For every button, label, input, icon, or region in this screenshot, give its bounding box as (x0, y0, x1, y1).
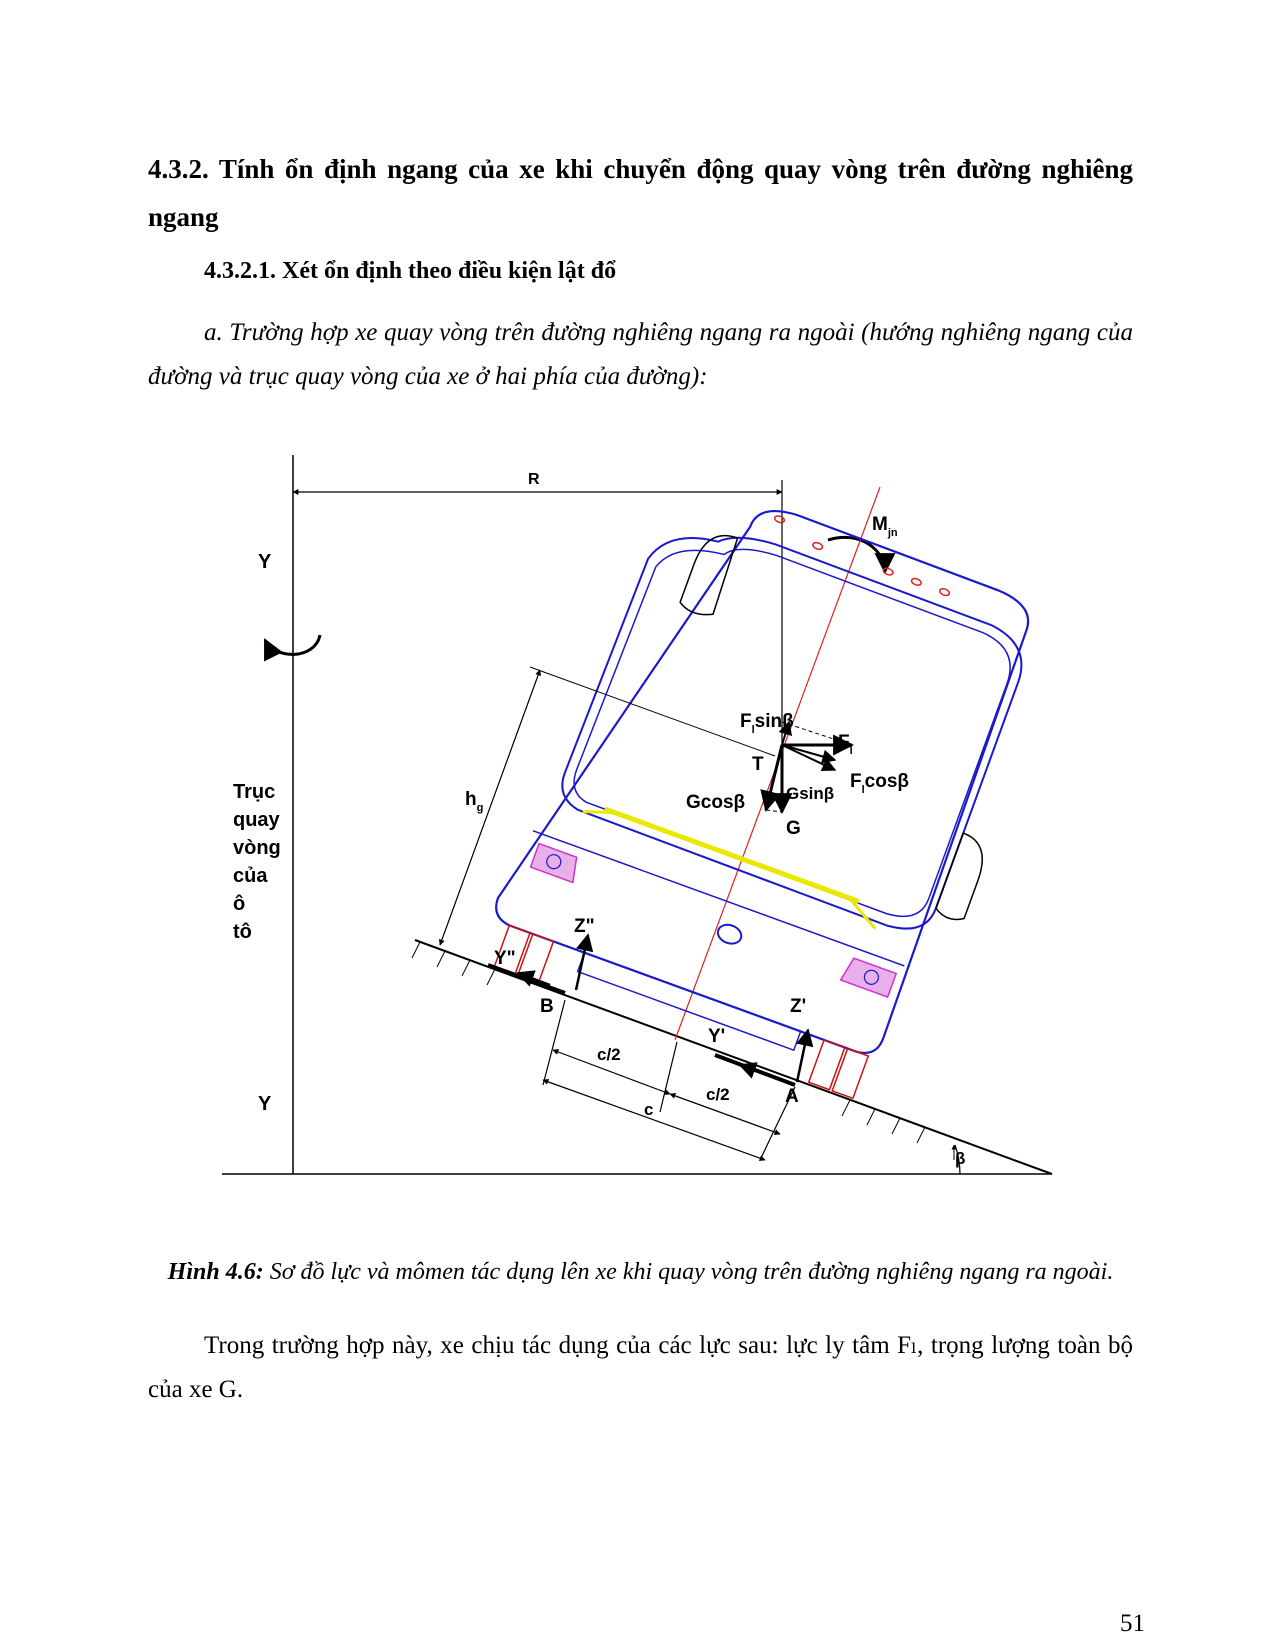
axis-caption: Trục quay vòng của ô tô (233, 781, 281, 943)
fl-sin-label: Flsinβ (740, 711, 794, 736)
fl-cos-label: Flcosβ (850, 771, 909, 796)
y1-label: Y' (708, 1026, 725, 1047)
contact-b (487, 963, 566, 995)
fl-label: Fl (838, 732, 853, 757)
g-label: G (786, 818, 801, 839)
subsection-heading: 4.3.2.1. Xét ổn định theo điều kiện lật … (204, 258, 617, 284)
force-z1 (795, 1028, 814, 1083)
moment-arrow-icon (827, 535, 896, 575)
slope-hatching (411, 941, 926, 1144)
z1-label: Z' (790, 996, 806, 1017)
page-number: 51 (1120, 1610, 1145, 1637)
b-label: B (540, 996, 554, 1017)
c-half-2-label: c/2 (706, 1085, 730, 1104)
figure-caption: Hình 4.6: Sơ đồ lực và mômen tác dụng lê… (148, 1256, 1133, 1288)
closing-paragraph: Trong trường hợp này, xe chịu tác dụng c… (148, 1332, 1133, 1403)
svg-text:vòng: vòng (233, 837, 281, 859)
caption-text: Sơ đồ lực và mômen tác dụng lên xe khi q… (263, 1259, 1114, 1285)
svg-text:quay: quay (233, 809, 281, 831)
force-diagram: R Y Y Trục quay vòng của ô tô Mjn hg Fls… (222, 455, 1053, 1175)
y-top-label: Y (258, 551, 272, 573)
beta-label: β (955, 1149, 965, 1168)
moment-label: Mjn (872, 514, 898, 539)
force-y2 (516, 970, 551, 987)
section-heading: 4.3.2. Tính ổn định ngang của xe khi chu… (148, 154, 1133, 232)
svg-text:ô: ô (233, 893, 245, 915)
c-label: c (644, 1100, 653, 1119)
c-dimensions (542, 999, 796, 1161)
gcos-label: Gcosβ (686, 792, 745, 813)
force-y1 (738, 1062, 771, 1079)
c-half-1-label: c/2 (597, 1045, 621, 1064)
svg-text:Trục: Trục (233, 781, 275, 803)
z2-label: Z" (574, 916, 595, 937)
gsin-label: Gsinβ (786, 784, 834, 803)
svg-text:của: của (233, 865, 268, 887)
rotation-arrow-icon (263, 634, 322, 662)
intro-paragraph: a. Trường hợp xe quay vòng trên đường ng… (148, 319, 1133, 390)
r-label: R (528, 471, 540, 488)
hg-dimension (439, 669, 541, 946)
caption-label: Hình 4.6: (167, 1259, 264, 1285)
force-z2 (574, 933, 594, 991)
y2-label: Y" (494, 948, 516, 969)
hg-label: hg (465, 789, 483, 814)
bus-body (492, 510, 1030, 1100)
y-bottom-label: Y (258, 1093, 272, 1115)
t-label: T (752, 754, 764, 775)
svg-text:tô: tô (233, 921, 252, 943)
a-label: A (785, 1086, 799, 1107)
force-vectors (760, 720, 855, 815)
